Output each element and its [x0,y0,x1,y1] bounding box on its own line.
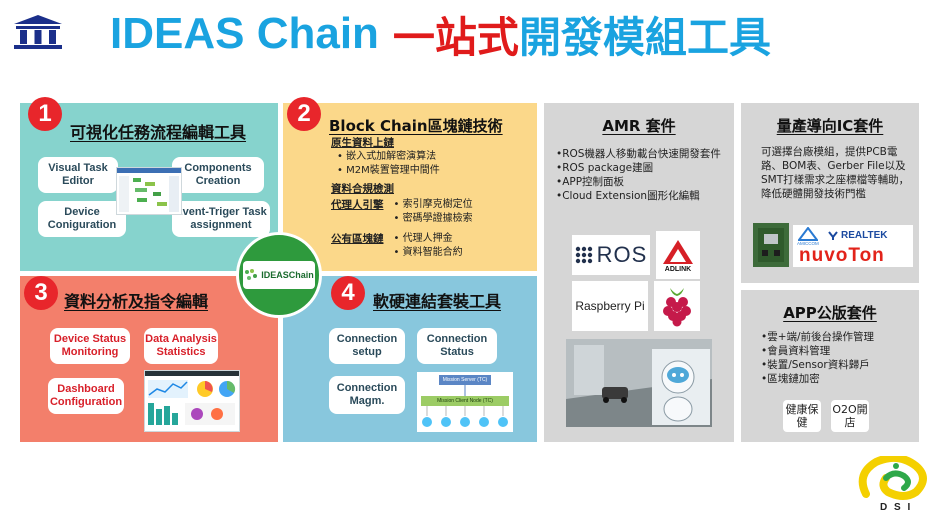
quadrant-2-title: Block Chain區塊鏈技術 [329,117,503,135]
ros-text: ROS [596,242,648,267]
section-heading: 公有區塊鏈 [331,233,384,245]
list-item: •區塊鏈加密 [761,373,820,385]
health-care-tile: 健康保健 [783,400,821,432]
number-badge-1: 1 [28,97,62,131]
section-heading: 原生資料上鏈 [331,137,394,149]
dsi-text: D S I [880,502,913,513]
app-title: APP公版套件 [783,304,877,322]
list-item: • M2M裝置管理中間件 [337,165,440,176]
nuvoton-text: nuvoTon [799,245,885,266]
amiccom-icon [797,227,818,241]
connection-setup-item: Connection setup [329,328,405,364]
visual-task-editor-item: Visual Task Editor [38,157,118,193]
device-status-monitoring-item: Device Status Monitoring [50,328,130,364]
ideas-chain-center-logo: IDEASChain [236,232,322,318]
list-item: • 索引摩克樹定位 [393,199,473,210]
event-trigger-item: Event-Triger Task assignment [172,201,270,237]
ic-title: 量產導向IC套件 [776,117,884,135]
quadrant-3-title: 資料分析及指令編輯 [64,292,209,311]
dsi-logo: D S I [846,453,934,516]
connection-management-item: Connection Magm. [329,376,405,414]
institution-logo-icon [12,14,64,50]
amr-feature-list: •ROS機器人移動載台快速開發套件 •ROS package建圖 •APP控制面… [556,147,726,203]
data-analysis-statistics-item: Data Analysis Statistics [144,328,218,364]
list-item: •雲+端/前後台操作管理 [761,331,875,343]
title-highlight: 一站式 [392,12,519,62]
page-title: IDEAS Chain 一站式 開發模組工具 [110,4,771,64]
device-configuration-item: Device Coniguration [38,201,126,237]
list-item: •裝置/Sensor資料歸戶 [761,359,870,371]
list-item: • 嵌入式加解密演算法 [337,151,437,162]
raspberry-pi-label: Raspberry Pi [572,281,648,331]
list-item: • 密碼學證據檢索 [393,213,473,224]
number-badge-4: 4 [331,276,365,310]
raspberry-icon [663,288,691,327]
mission-server-label: Mission Server (TC) [439,375,491,385]
list-item: •會員資料管理 [761,345,831,357]
list-item: •ROS機器人移動載台快速開發套件 [556,148,721,160]
realtek-logo: REALTEK [827,229,887,241]
quadrant-4-title: 軟硬連結套裝工具 [373,292,502,311]
ros-logo: ROS [572,235,650,275]
dsi-emblem-icon [858,453,927,500]
pcb-module-image [753,223,789,267]
chip-vendor-logos: AMICCOM REALTEK nuvoTon [793,225,913,267]
raspberry-pi-logo [654,281,700,331]
quadrant-block-chain: 2 Block Chain區塊鏈技術 原生資料上鏈 • 嵌入式加解密演算法 • … [283,97,537,271]
list-item: •Cloud Extension圖形化編輯 [556,190,700,202]
connection-diagram: Mission Server (TC) Mission Client Node … [417,372,513,432]
ideas-chain-logo-text: IDEASChain [261,270,314,280]
number-badge-3: 3 [24,276,58,310]
title-english: IDEAS Chain [110,9,379,58]
title-chinese: 開發模組工具 [518,12,771,62]
connection-status-item: Connection Status [417,328,497,364]
amr-kit-panel: AMR 套件 •ROS機器人移動載台快速開發套件 •ROS package建圖 … [544,103,734,442]
ic-kit-panel: 量產導向IC套件 可選擇台廠模組，提供PCB電路、BOM表、Gerber Fil… [741,103,919,283]
block-chain-feature-list: 原生資料上鏈 • 嵌入式加解密演算法 • M2M裝置管理中間件 資料合規檢測 代… [331,136,473,260]
app-kit-panel: APP公版套件 •雲+端/前後台操作管理 •會員資料管理 •裝置/Sensor資… [741,290,919,442]
dashboard-screenshot [144,370,240,432]
ic-description: 可選擇台廠模組，提供PCB電路、BOM表、Gerber File以及SMT打樣需… [761,146,910,200]
task-editor-screenshot [116,167,182,215]
section-heading: 資料合規檢測 [331,183,394,195]
quadrant-connection-tools: 4 軟硬連結套裝工具 Connection setup Connection S… [283,276,537,442]
quadrant-visual-task: 1 可視化任務流程編輯工具 Visual Task Editor Compone… [20,97,278,271]
list-item: •APP控制面板 [556,176,625,188]
amiccom-text: AMICCOM [797,241,819,246]
amr-title: AMR 套件 [602,117,676,135]
quadrant-data-analysis: 3 資料分析及指令編輯 Device Status Monitoring Dat… [20,276,278,442]
o2o-store-tile: O2O開店 [831,400,869,432]
adlink-text: ADLINK [664,265,692,273]
quadrant-1-title: 可視化任務流程編輯工具 [70,123,247,142]
mission-client-label: Mission Client Node (TC) [421,396,509,406]
ros-dots-icon [575,246,592,264]
components-creation-item: Components Creation [172,157,264,193]
dashboard-configuration-item: Dashboard Configuration [48,378,124,414]
adlink-triangle-icon [663,239,693,264]
number-badge-2: 2 [287,97,321,131]
adlink-logo: ADLINK [656,231,700,279]
ideas-chain-mark-icon [245,269,258,280]
app-feature-list: •雲+端/前後台操作管理 •會員資料管理 •裝置/Sensor資料歸戶 •區塊鏈… [761,330,911,386]
list-item: •ROS package建圖 [556,162,654,174]
amiccom-logo: AMICCOM [797,227,819,246]
list-item: • 代理人押金 [393,233,453,244]
robot-photo [566,339,712,427]
realtek-crab-icon [828,231,838,240]
realtek-text: REALTEK [841,229,888,241]
raspberry-pi-text: Raspberry Pi [575,299,645,313]
section-heading: 代理人引擎 [331,199,384,211]
list-item: • 資料智能合約 [393,247,463,258]
